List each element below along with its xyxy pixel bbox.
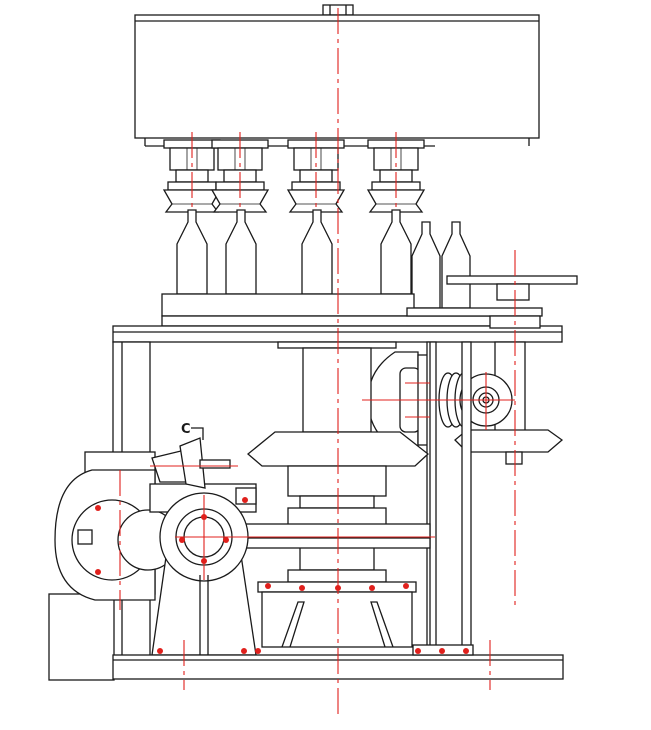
bottles <box>176 209 471 309</box>
bolt <box>439 648 445 654</box>
top-housing <box>134 4 540 147</box>
bottle <box>411 221 441 309</box>
bolt <box>463 648 469 654</box>
bolt <box>415 648 421 654</box>
bolt-markers <box>95 497 469 654</box>
filling-head <box>286 132 346 300</box>
center-lines <box>119 8 516 716</box>
bolt <box>95 569 101 575</box>
bottle <box>301 209 333 295</box>
motor-gearbox <box>48 437 257 681</box>
bolt <box>265 583 271 589</box>
bolt <box>179 537 185 543</box>
bolt <box>241 648 247 654</box>
bottle <box>441 221 471 309</box>
upper-table <box>112 293 563 658</box>
bolt <box>369 585 375 591</box>
bottle <box>176 209 208 295</box>
bottle <box>380 209 412 295</box>
section-label: C <box>181 422 191 437</box>
bolt <box>403 583 409 589</box>
section-marker-c: C <box>181 422 204 440</box>
bolt <box>242 497 248 503</box>
bolt <box>223 537 229 543</box>
bolt <box>95 505 101 511</box>
bottle <box>225 209 257 295</box>
bolt <box>299 585 305 591</box>
bolt <box>255 648 261 654</box>
bolt <box>157 648 163 654</box>
